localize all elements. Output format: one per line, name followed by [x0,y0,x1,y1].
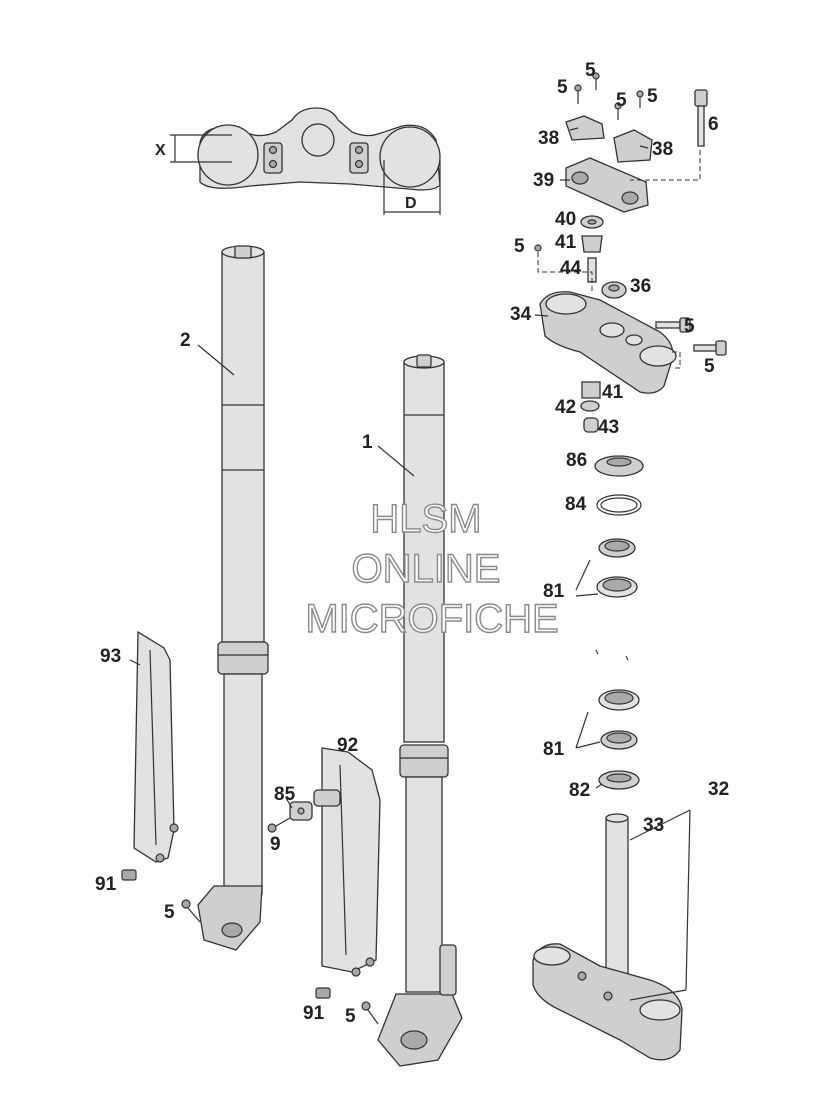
label-91: 91 [303,1003,325,1024]
seal-ring-84 [596,494,642,516]
seal-82 [598,770,640,790]
screw-5-right [361,1001,379,1025]
watermark-line-1: HLSM [370,497,481,541]
washer-42 [580,400,600,412]
part-labels: 5 5 5 5 6 38 38 39 40 41 5 44 36 34 5 5 … [95,60,729,1027]
label-5: 5 [514,236,525,257]
screw-91-right [315,987,331,999]
label-5: 5 [164,902,175,923]
fork-leg-1 [377,354,463,1067]
bearing-81-lower [598,689,640,750]
label-41: 41 [555,232,577,253]
label-5: 5 [647,86,658,107]
label-34: 34 [510,304,532,325]
label-81: 81 [543,581,565,602]
bolts-5-clamp [655,317,727,356]
label-91: 91 [95,874,117,895]
watermark-line-2: ONLINE [352,547,501,591]
label-2: 2 [180,330,191,351]
watermark: HLSM ONLINE MICROFICHE [305,496,560,641]
brake-line-clip-85 [289,789,341,821]
label-42: 42 [555,397,576,418]
nut-41-bottom [581,381,601,399]
nut-36 [601,281,627,299]
label-5: 5 [585,60,596,81]
screw-5-left [181,899,201,923]
label-36: 36 [630,276,651,297]
label-5: 5 [616,90,627,111]
screw-9 [267,817,291,833]
nut-41-top [581,235,603,253]
label-86: 86 [566,450,587,471]
label-5: 5 [704,356,715,377]
label-93: 93 [100,646,121,667]
dimension-d-label: D [405,195,417,212]
label-40: 40 [555,209,576,230]
label-38: 38 [652,139,673,160]
triple-clamp-top-view: X D [155,107,441,215]
label-5: 5 [557,77,568,98]
leader-lines [129,127,691,1001]
label-44: 44 [560,258,582,279]
label-38: 38 [538,128,559,149]
label-33: 33 [643,815,664,836]
label-39: 39 [533,170,554,191]
screws-5-top [574,72,644,120]
handlebar-clamp-38 [565,115,653,163]
handlebar-bolt-6 [694,89,708,147]
label-84: 84 [565,494,587,515]
label-85: 85 [274,784,296,805]
fork-guard-92 [321,747,381,977]
label-92: 92 [337,735,358,756]
dimension-x-label: X [155,142,166,159]
handlebar-mount-39 [565,157,649,213]
label-41: 41 [602,382,624,403]
fork-guard-93 [133,630,179,863]
label-32: 32 [708,779,729,800]
watermark-line-3: MICROFICHE [305,597,558,641]
label-9: 9 [270,834,281,855]
label-43: 43 [598,417,619,438]
steering-stem-33 [605,813,629,979]
dust-seal-86 [594,455,644,477]
cap-43 [583,417,599,433]
washer-40 [580,215,604,229]
label-82: 82 [569,780,590,801]
label-6: 6 [708,114,719,135]
screw-91-left [121,869,137,881]
label-5: 5 [684,316,695,337]
label-5: 5 [345,1006,356,1027]
fork-leg-2 [197,245,269,951]
label-81: 81 [543,739,565,760]
bearing-81-upper [596,538,638,598]
top-clamp-34 [539,291,677,394]
bottom-clamp-32 [532,943,683,1061]
label-1: 1 [362,432,373,453]
